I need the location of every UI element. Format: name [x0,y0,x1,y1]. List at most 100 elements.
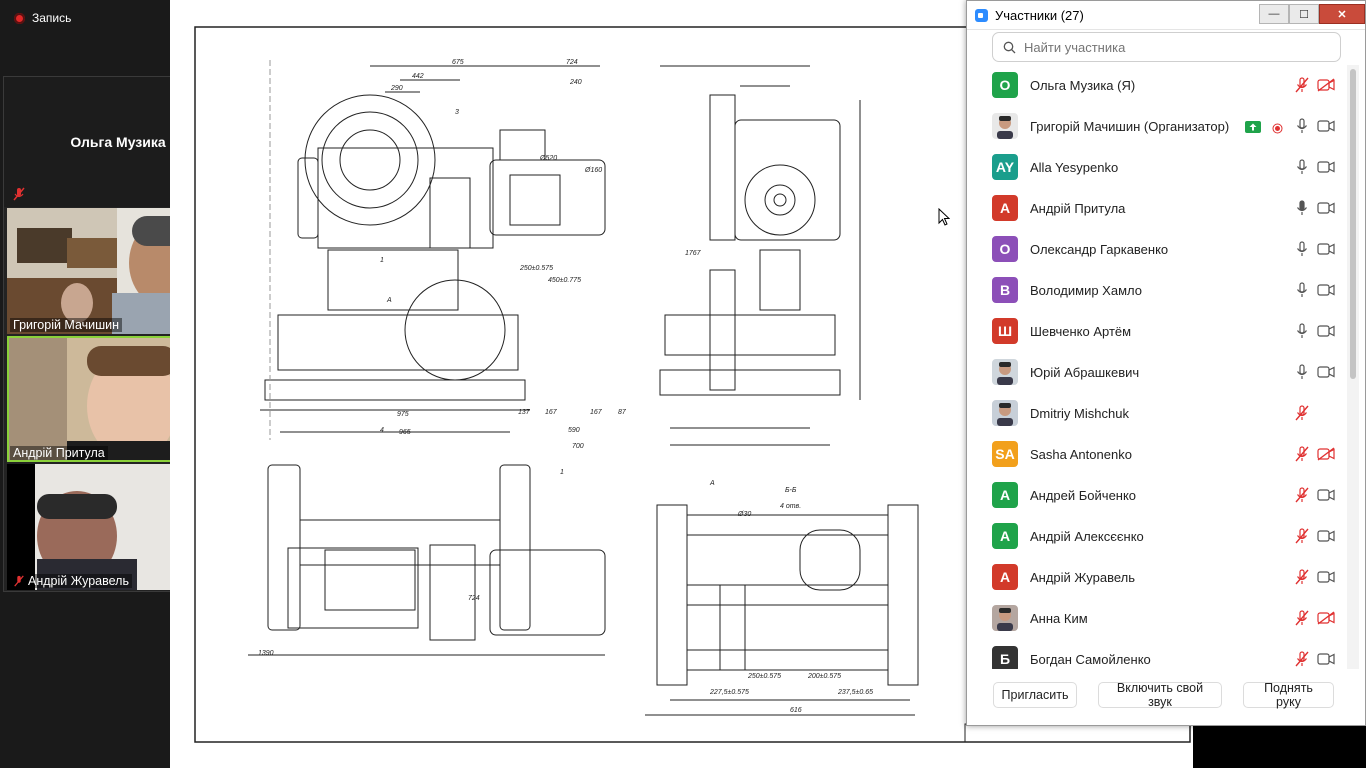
video-icon[interactable] [1317,488,1335,507]
video-icon[interactable] [1317,201,1335,220]
dimension-label: 4 отв. [780,503,801,510]
mic-icon[interactable] [1295,282,1309,303]
video-icon[interactable] [1317,119,1335,138]
mic-muted-icon [14,575,24,587]
video-icon[interactable] [1317,529,1335,548]
video-icon[interactable] [1317,324,1335,343]
participant-name: Андрій Журавель [1030,570,1136,585]
video-icon[interactable] [1317,652,1335,669]
avatar-initials: Ш [997,323,1013,339]
panel-titlebar[interactable]: Участники (27) — ☐ ✕ [967,1,1365,30]
participant-name: Ольга Музика (Я) [1030,78,1136,93]
avatar-initials: В [999,282,1011,298]
close-button[interactable]: ✕ [1319,4,1365,24]
avatar-initials: Б [999,651,1011,667]
dimension-label: 616 [790,707,802,714]
participant-row[interactable]: О Олександр Гаркавенко [967,229,1347,270]
video-off-icon[interactable] [1317,447,1335,466]
mic-icon[interactable] [1295,323,1309,344]
participant-row[interactable]: Анна Ким [967,598,1347,639]
participant-name: Андрій Притула [13,446,105,460]
invite-button[interactable]: Пригласить [993,682,1077,708]
video-off-icon[interactable] [1317,611,1335,630]
video-icon[interactable] [1317,242,1335,261]
dimension-label: 675 [452,59,464,66]
participant-row[interactable]: Dmitriy Mishchuk [967,393,1347,434]
dimension-label: 975 [397,411,409,418]
search-input[interactable] [1022,38,1326,56]
mic-muted-icon[interactable] [1295,77,1309,98]
mic-muted-icon[interactable] [1295,569,1309,590]
record-dot-icon [14,12,25,24]
participant-search[interactable] [992,32,1341,62]
screen-share-icon [1245,120,1261,138]
avatar-initials: А [999,528,1011,544]
participant-name: Андрій Алексєєнко [1030,529,1144,544]
dimension-label: 965 [399,429,411,436]
avatar-initials: А [999,200,1011,216]
raise-hand-button[interactable]: Поднять руку [1243,681,1334,709]
mic-icon[interactable] [1295,200,1309,221]
plan-view [248,464,606,656]
host-name: Ольга Музика [70,134,166,150]
mic-muted-icon[interactable] [1295,610,1309,631]
mic-icon[interactable] [1295,159,1309,180]
mic-icon[interactable] [1295,241,1309,262]
avatar: Ш [992,318,1018,344]
mic-muted-icon[interactable] [1295,487,1309,508]
mic-muted-icon[interactable] [1295,528,1309,549]
avatar-initials: О [999,241,1011,257]
avatar: В [992,277,1018,303]
dimension-label: 167 [590,409,603,416]
minimize-button[interactable]: — [1259,4,1289,24]
dimension-label: А [386,297,392,304]
participant-row[interactable]: Юрій Абрашкевич [967,352,1347,393]
avatar [992,400,1018,426]
recording-indicator[interactable]: Запись [14,11,71,25]
mic-icon[interactable] [1295,364,1309,385]
avatar: А [992,564,1018,590]
dimension-label: 590 [568,427,580,434]
dimension-label: 250±0.575 [747,673,781,680]
participant-row[interactable]: В Володимир Хамло [967,270,1347,311]
participant-name: Юрій Абрашкевич [1030,365,1140,380]
video-icon[interactable] [1317,160,1335,179]
participant-row[interactable]: Григорій Мачишин (Организатор) [967,106,1347,147]
participant-name: Григорій Мачишин (Организатор) [1030,119,1230,134]
side-view [659,65,861,446]
avatar: Б [992,646,1018,669]
participant-row[interactable]: А Андрій Алексєєнко [967,516,1347,557]
mic-muted-icon[interactable] [1295,651,1309,669]
participant-name: Володимир Хамло [1030,283,1142,298]
dimension-label: 724 [468,595,480,602]
participant-row[interactable]: А Андрій Притула [967,188,1347,229]
participant-row[interactable]: А Андрій Журавель [967,557,1347,598]
mic-muted-icon[interactable] [1295,446,1309,467]
avatar: О [992,236,1018,262]
video-icon[interactable] [1317,570,1335,589]
mic-icon[interactable] [1295,118,1309,139]
dimension-label: 250±0.575 [519,265,553,272]
video-icon[interactable] [1317,365,1335,384]
participant-name: Олександр Гаркавенко [1030,242,1169,257]
participant-name: Андрій Притула [1030,201,1126,216]
avatar [992,359,1018,385]
list-scrollbar[interactable] [1347,65,1359,669]
avatar [992,605,1018,631]
video-icon[interactable] [1317,283,1335,302]
video-off-icon[interactable] [1317,78,1335,97]
unmute-self-button[interactable]: Включить свой звук [1098,681,1222,709]
maximize-button[interactable]: ☐ [1289,4,1319,24]
scroll-thumb[interactable] [1350,69,1356,379]
participant-name: Анна Ким [1030,611,1088,626]
dimension-label: 450±0.775 [548,277,581,284]
dimension-label: 700 [572,443,584,450]
mic-muted-icon[interactable] [1295,405,1309,426]
participant-name: Андрей Бойченко [1030,488,1137,503]
